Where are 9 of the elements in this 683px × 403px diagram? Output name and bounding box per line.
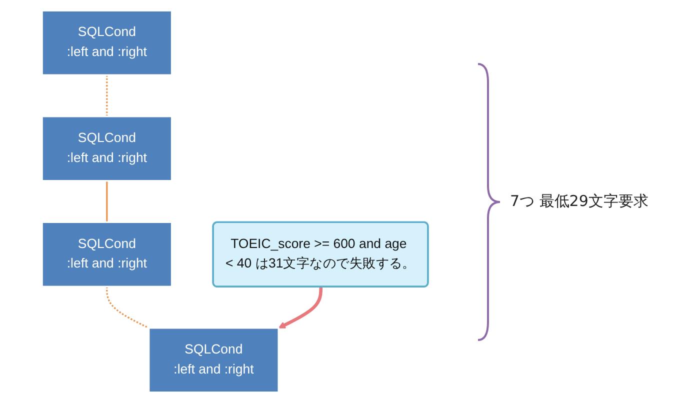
arrow (278, 287, 323, 328)
node-box: SQLCond :left and :right (41, 116, 173, 182)
node-box: SQLCond :left and :right (148, 327, 280, 394)
connector (106, 75, 108, 116)
connector (106, 180, 108, 222)
note-text: 7つ 最低29文字要求 (510, 192, 650, 211)
node-box: SQLCond :left and :right (41, 221, 173, 288)
connector (106, 286, 150, 329)
node-box: SQLCond :left and :right (41, 10, 173, 76)
